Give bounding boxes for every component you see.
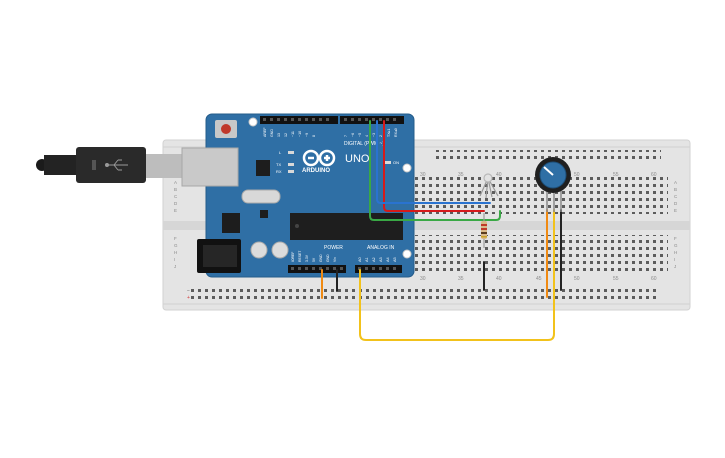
row-label: J [674,264,676,269]
pin-label: 8 [312,135,316,137]
wire-green[interactable] [369,120,501,221]
row-label: G [674,243,678,248]
row-letters: A B C D E F G H I J A B C D E F G H I J [174,180,678,269]
resistor[interactable] [481,213,487,248]
row-label: H [174,250,177,255]
column-label: 35 [458,276,464,282]
pin-label: TX▸1 [387,129,391,137]
pin-label: 2 [379,135,383,137]
pin-label: A0 [358,257,362,262]
power-header [288,265,346,273]
pin-label: 3.3V [305,254,309,262]
pin-label: A4 [386,257,390,262]
l-led-label: L [279,150,282,155]
row-label: H [674,250,677,255]
atmega-chip [290,213,403,240]
pin-label: RESET [298,251,302,262]
row-label: I [674,257,675,262]
power-header-label: POWER [324,245,343,251]
row-label: D [674,201,678,206]
row-label: E [174,208,177,213]
pin-label: 4 [365,135,369,137]
pin-label: A3 [379,257,383,262]
arduino-uno[interactable]: AREF GND 13 12 ~11 ~10 ~9 8 7 ~6 ~5 4 ~3… [181,113,415,278]
pin-label: IOREF [291,252,295,262]
row-label: C [174,194,178,199]
pin-label: ~10 [298,131,302,137]
row-label: F [674,236,677,241]
column-label: 35 [458,172,464,178]
potentiometer[interactable] [535,157,571,212]
rgb-led[interactable] [479,173,499,199]
svg-text:−: − [187,288,190,294]
top-pin-labels: AREF GND 13 12 ~11 ~10 ~9 8 7 ~6 ~5 4 ~3… [263,127,398,137]
pin-label: A2 [372,257,376,262]
column-label: 50 [574,276,580,282]
row-label: A [674,180,677,185]
column-label: 30 [420,172,426,178]
analog-header [355,265,402,273]
pin-label: GND [270,129,274,137]
column-label: 30 [420,276,426,282]
arduino-logo-icon [302,149,336,167]
usb-symbol-icon [105,159,128,171]
column-label: 50 [574,172,580,178]
pin-label: ~11 [291,131,295,137]
row-label: I [174,257,175,262]
column-label: 60 [651,276,657,282]
pin-label: 5V [312,257,316,262]
pin-label: AREF [263,127,267,137]
wire-yellow[interactable] [359,209,555,341]
tx-led-label: TX [276,162,281,167]
column-label: 40 [496,172,502,178]
pin-label: GND [319,254,323,262]
rx-led-label: RX [276,169,282,174]
column-label: 45 [536,276,542,282]
on-led-label: ON [393,160,399,165]
pin-label: RX◂0 [394,128,398,137]
pin-label: 13 [277,133,281,137]
arduino-model-label: UNO [345,153,370,165]
wire-blue[interactable] [376,120,491,204]
column-label: 40 [496,276,502,282]
column-label: 55 [613,276,619,282]
row-label: C [674,194,678,199]
row-label: E [674,208,677,213]
row-label: F [174,236,177,241]
row-label: G [174,243,178,248]
pin-label: A1 [365,257,369,262]
power-pin-labels: IOREF RESET 3.3V 5V GND GND Vin [291,251,337,262]
analog-pin-labels: A0 A1 A2 A3 A4 A5 [358,257,397,262]
usb-port [181,147,239,187]
pin-label: Vin [333,257,337,262]
row-label: A [174,180,177,185]
row-label: J [174,264,176,269]
pin-label: ~9 [305,133,309,137]
column-label: 60 [651,172,657,178]
row-label: D [174,201,178,206]
pin-label: ~3 [372,133,376,137]
analog-header-label: ANALOG IN [367,245,395,251]
reset-button[interactable] [221,124,231,134]
pin-label: ~6 [351,133,355,137]
pin-label: GND [326,254,330,262]
usb-cable[interactable] [36,147,182,183]
svg-text:+: + [187,295,190,301]
digital-header-label: DIGITAL (PWM ~) [344,141,384,147]
column-label: 55 [613,172,619,178]
wire-red[interactable] [383,120,485,212]
pin-label: 7 [344,135,348,137]
pin-label: A5 [393,257,397,262]
row-label: B [174,187,177,192]
pin-label: 12 [284,133,288,137]
arduino-brand-label: ARDUINO [302,168,330,174]
row-label: B [674,187,677,192]
pin-label: ~5 [358,133,362,137]
